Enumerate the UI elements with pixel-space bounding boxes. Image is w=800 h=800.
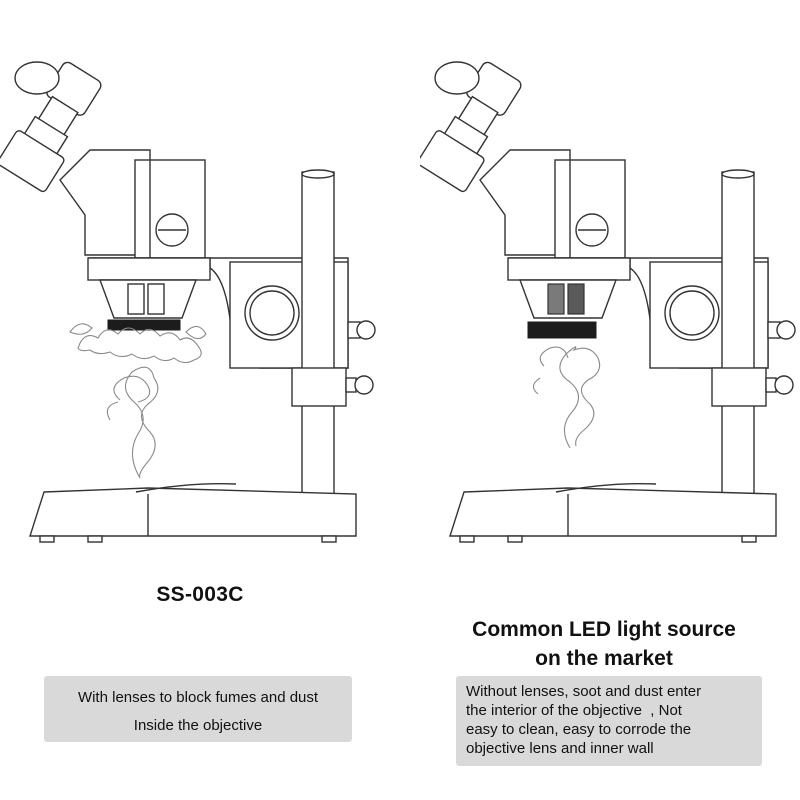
right-caption-box: Without lenses, soot and dust enter the … xyxy=(456,676,762,766)
left-caption-line: Inside the objective xyxy=(133,717,263,734)
right-product-title: Common LED light source on the market xyxy=(408,615,800,673)
right-caption-line: Without lenses, soot and dust enter xyxy=(466,683,702,700)
right-title-line: Common LED light source xyxy=(472,618,736,641)
right-title-line: on the market xyxy=(535,647,673,670)
left-caption-line: With lenses to block fumes and dust xyxy=(77,689,319,706)
left-caption-box: With lenses to block fumes and dust Insi… xyxy=(44,676,352,742)
left-product-title: SS-003C xyxy=(156,583,244,606)
microscope-with-lens-illustration xyxy=(0,61,376,543)
right-caption-line: objective lens and inner wall xyxy=(466,740,654,757)
microscope-drawing xyxy=(0,61,376,543)
microscope-drawing xyxy=(420,61,796,543)
right-caption-line: the interior of the objective , Not xyxy=(466,702,682,719)
right-caption-line: easy to clean, easy to corrode the xyxy=(466,721,692,738)
microscope-without-lens-illustration xyxy=(420,61,796,543)
